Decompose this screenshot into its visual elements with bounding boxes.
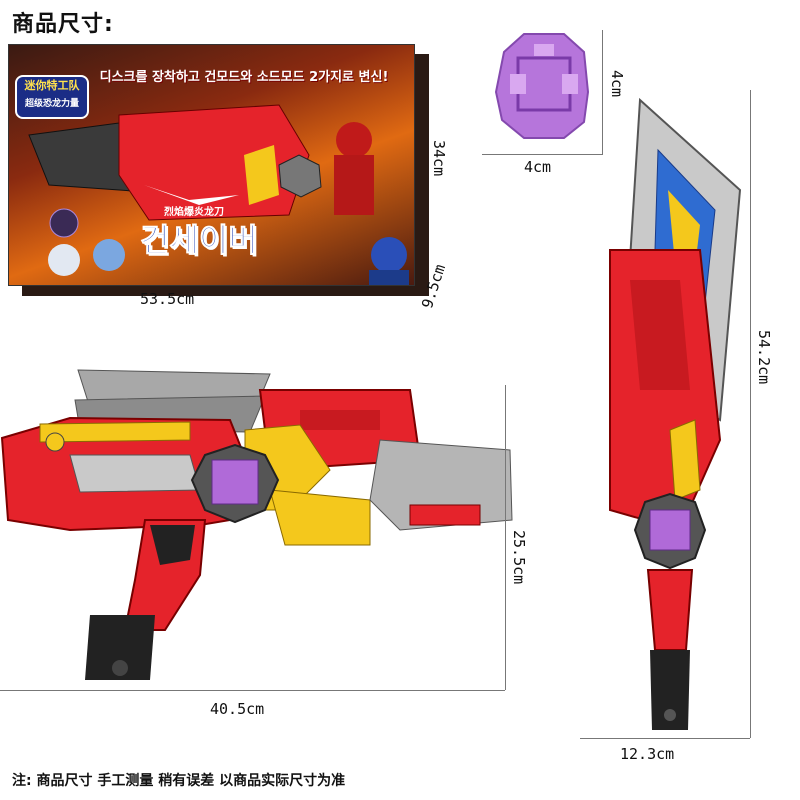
box-artwork <box>28 104 409 285</box>
disc-width-label: 4cm <box>524 158 552 176</box>
page-title: 商品尺寸: <box>12 12 114 37</box>
gun-width-label: 40.5cm <box>210 700 265 718</box>
sword-width-label: 12.3cm <box>620 745 675 763</box>
box-product-name-cn: 烈焰爆炎龙刀 <box>164 207 224 218</box>
gun-mode-image <box>0 369 513 680</box>
box-logo-line2: 超级恐龙力量 <box>24 99 79 109</box>
box-product-name-kr: 건세이버 <box>140 221 259 260</box>
box-banner-text: 디스크를 장착하고 건모드와 소드모드 2가지로 변신! <box>99 70 389 85</box>
sword-height-line <box>750 90 751 738</box>
gun-height-line <box>505 385 506 690</box>
sword-height-label: 54.2cm <box>755 330 773 385</box>
box-depth-label: 9.5cm <box>418 262 450 311</box>
disc-height-label: 4cm <box>608 70 626 98</box>
box-height-label: 34cm <box>430 140 448 177</box>
disc-image <box>494 33 590 139</box>
sword-mode-image <box>609 97 742 730</box>
disc-dimension-frame: 4cm 4cm <box>482 30 626 176</box>
gun-width-line <box>0 690 505 691</box>
box-logo: 迷你特工队 超级恐龙力量 <box>15 75 89 119</box>
gun-height-label: 25.5cm <box>510 530 528 585</box>
box-logo-line1: 迷你特工队 <box>24 79 80 92</box>
footer-note: 注: 商品尺寸 手工测量 稍有误差 以商品实际尺寸为准 <box>12 773 346 789</box>
product-box-image: 迷你特工队 超级恐龙力量 디스크를 장착하고 건모드와 소드모드 2가지로 변신… <box>8 44 415 286</box>
sword-width-line <box>580 738 750 739</box>
box-width-label: 53.5cm <box>140 290 195 308</box>
